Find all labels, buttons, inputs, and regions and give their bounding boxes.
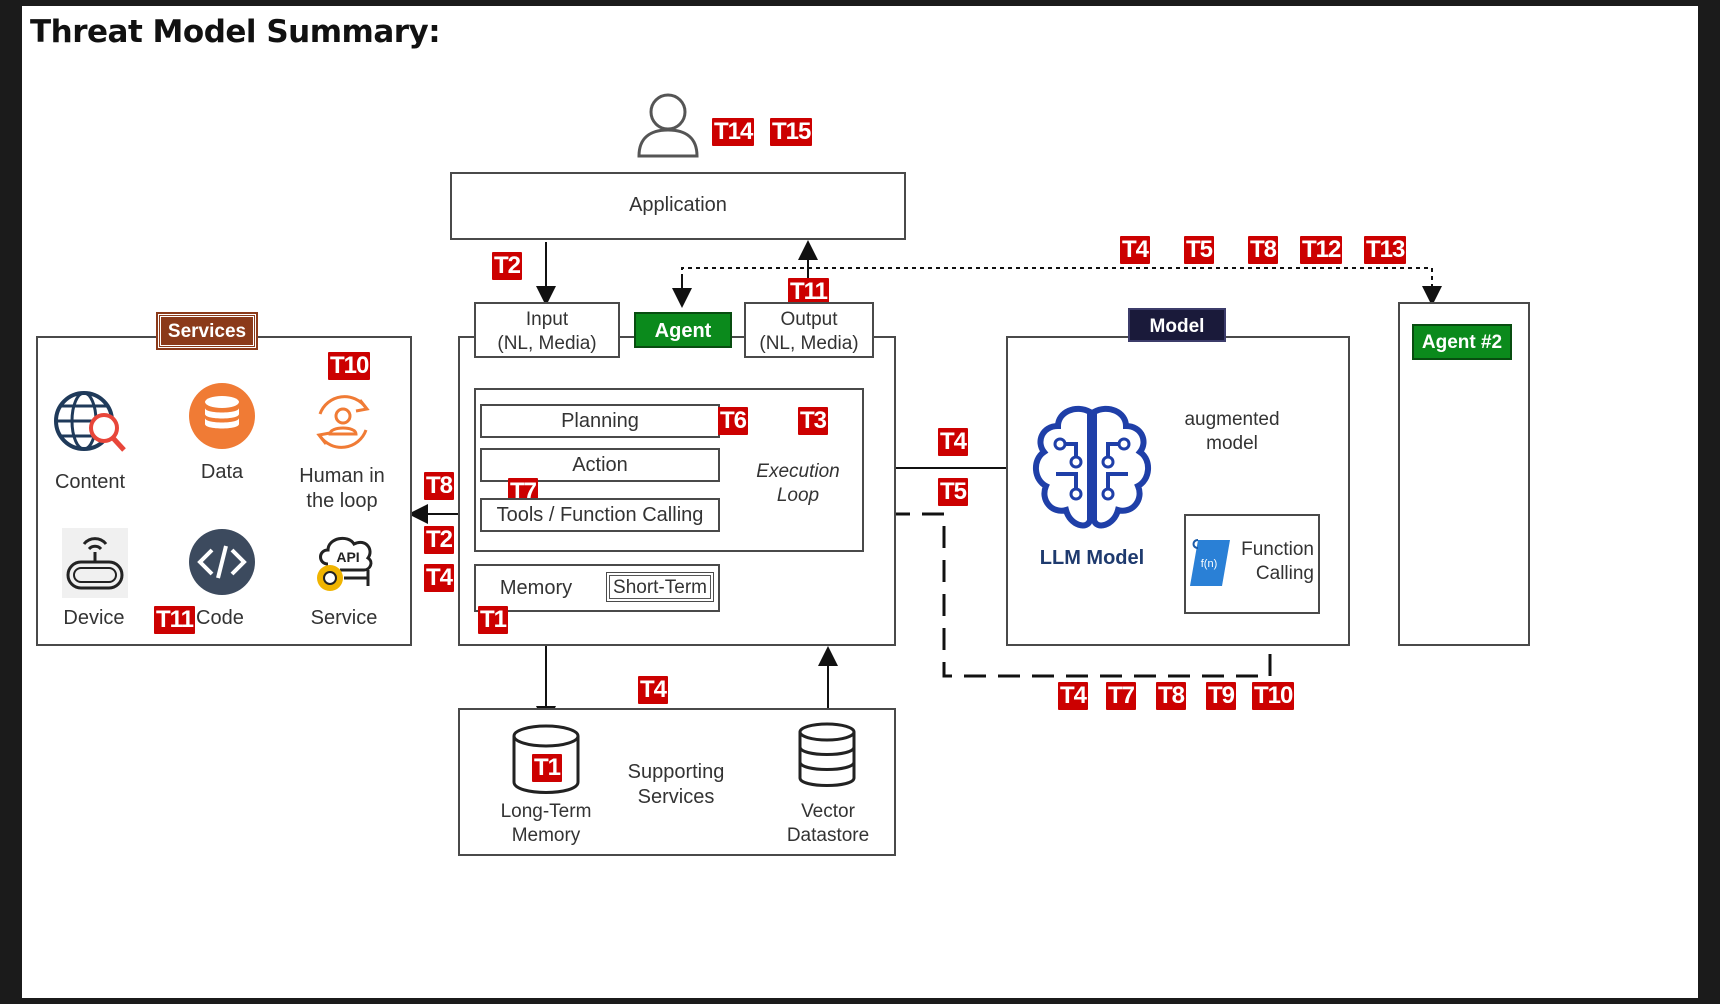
threat-badge: T4 xyxy=(424,564,455,592)
application-label: Application xyxy=(629,194,727,216)
service-label-human: Human in the loop xyxy=(299,465,385,512)
brain-circuit-icon xyxy=(1033,405,1151,529)
threat-badge: T5 xyxy=(1184,236,1215,264)
planning-label: Planning xyxy=(561,410,639,432)
threat-badge: T11 xyxy=(788,278,830,306)
function-calling-label: Function Calling xyxy=(1241,539,1314,584)
tools-label: Tools / Function Calling xyxy=(496,504,704,526)
vector-datastore-label: Vector Datastore xyxy=(786,801,870,846)
output-box xyxy=(744,302,874,358)
api-text: API xyxy=(336,549,359,565)
threat-badge: T8 xyxy=(1248,236,1279,264)
threat-badge: T6 xyxy=(718,407,749,435)
service-label-service: Service xyxy=(310,607,378,629)
input-box xyxy=(474,302,620,358)
threat-badge: T3 xyxy=(798,407,829,435)
services-chip: Services xyxy=(156,312,258,350)
long-term-db-icon xyxy=(512,724,580,794)
memory-label: Memory xyxy=(499,577,573,599)
user-icon xyxy=(637,93,699,158)
diagram-canvas: Threat Model Summary: xyxy=(22,6,1698,998)
threat-badge: T7 xyxy=(1106,682,1137,710)
planning-box xyxy=(480,404,720,438)
agent2-chip: Agent #2 xyxy=(1412,324,1512,360)
service-label-device: Device xyxy=(63,607,125,629)
threat-badge: T15 xyxy=(770,118,813,146)
llm-model-label: LLM Model xyxy=(1039,547,1145,569)
threat-badge: T14 xyxy=(712,118,755,146)
vector-datastore-icon xyxy=(798,722,856,787)
input-label: Input (NL, Media) xyxy=(497,309,597,354)
threat-badge: T4 xyxy=(938,428,969,456)
threat-badge: T9 xyxy=(1206,682,1237,710)
database-icon xyxy=(189,383,255,449)
globe-search-icon xyxy=(54,391,126,452)
function-scroll-icon: f(n) xyxy=(1190,539,1230,586)
threat-badge: T10 xyxy=(1252,682,1295,710)
threat-badge: T1 xyxy=(478,606,509,634)
threat-badge: T10 xyxy=(328,352,371,380)
api-service-icon: API xyxy=(317,536,373,591)
service-label-code: Code xyxy=(196,607,244,629)
long-term-memory-label: Long-Term Memory xyxy=(500,801,592,846)
short-term-label: Short-Term xyxy=(613,577,707,598)
threat-badge: T13 xyxy=(1364,236,1407,264)
threat-badge: T4 xyxy=(638,676,669,704)
fn-text: f(n) xyxy=(1201,558,1218,570)
page-title: Threat Model Summary: xyxy=(30,14,441,50)
action-box xyxy=(480,448,720,482)
execution-loop-label: Execution Loop xyxy=(756,461,840,506)
agent-chip: Agent xyxy=(634,312,732,348)
threat-badge: T1 xyxy=(532,754,563,782)
threat-badge: T4 xyxy=(1058,682,1089,710)
human-loop-icon xyxy=(316,395,370,449)
code-icon xyxy=(189,529,255,595)
threat-badge: T4 xyxy=(1120,236,1151,264)
threat-badge: T12 xyxy=(1300,236,1343,264)
supporting-services-label: Supporting Services xyxy=(627,761,725,808)
model-chip: Model xyxy=(1128,308,1226,342)
action-label: Action xyxy=(572,454,628,476)
threat-badge: T11 xyxy=(154,606,196,634)
short-term-box xyxy=(606,572,714,602)
output-label: Output (NL, Media) xyxy=(759,309,859,354)
threat-badge: T8 xyxy=(1156,682,1187,710)
threat-badge: T2 xyxy=(492,252,523,280)
tools-box xyxy=(480,498,720,532)
threat-badge: T2 xyxy=(424,526,455,554)
application-box xyxy=(450,172,906,240)
augmented-model-label: augmented model xyxy=(1184,409,1280,454)
threat-badge: T8 xyxy=(424,472,455,500)
service-label-content: Content xyxy=(54,471,126,493)
threat-badge: T5 xyxy=(938,478,969,506)
device-icon xyxy=(62,528,128,598)
service-label-data: Data xyxy=(200,461,244,483)
